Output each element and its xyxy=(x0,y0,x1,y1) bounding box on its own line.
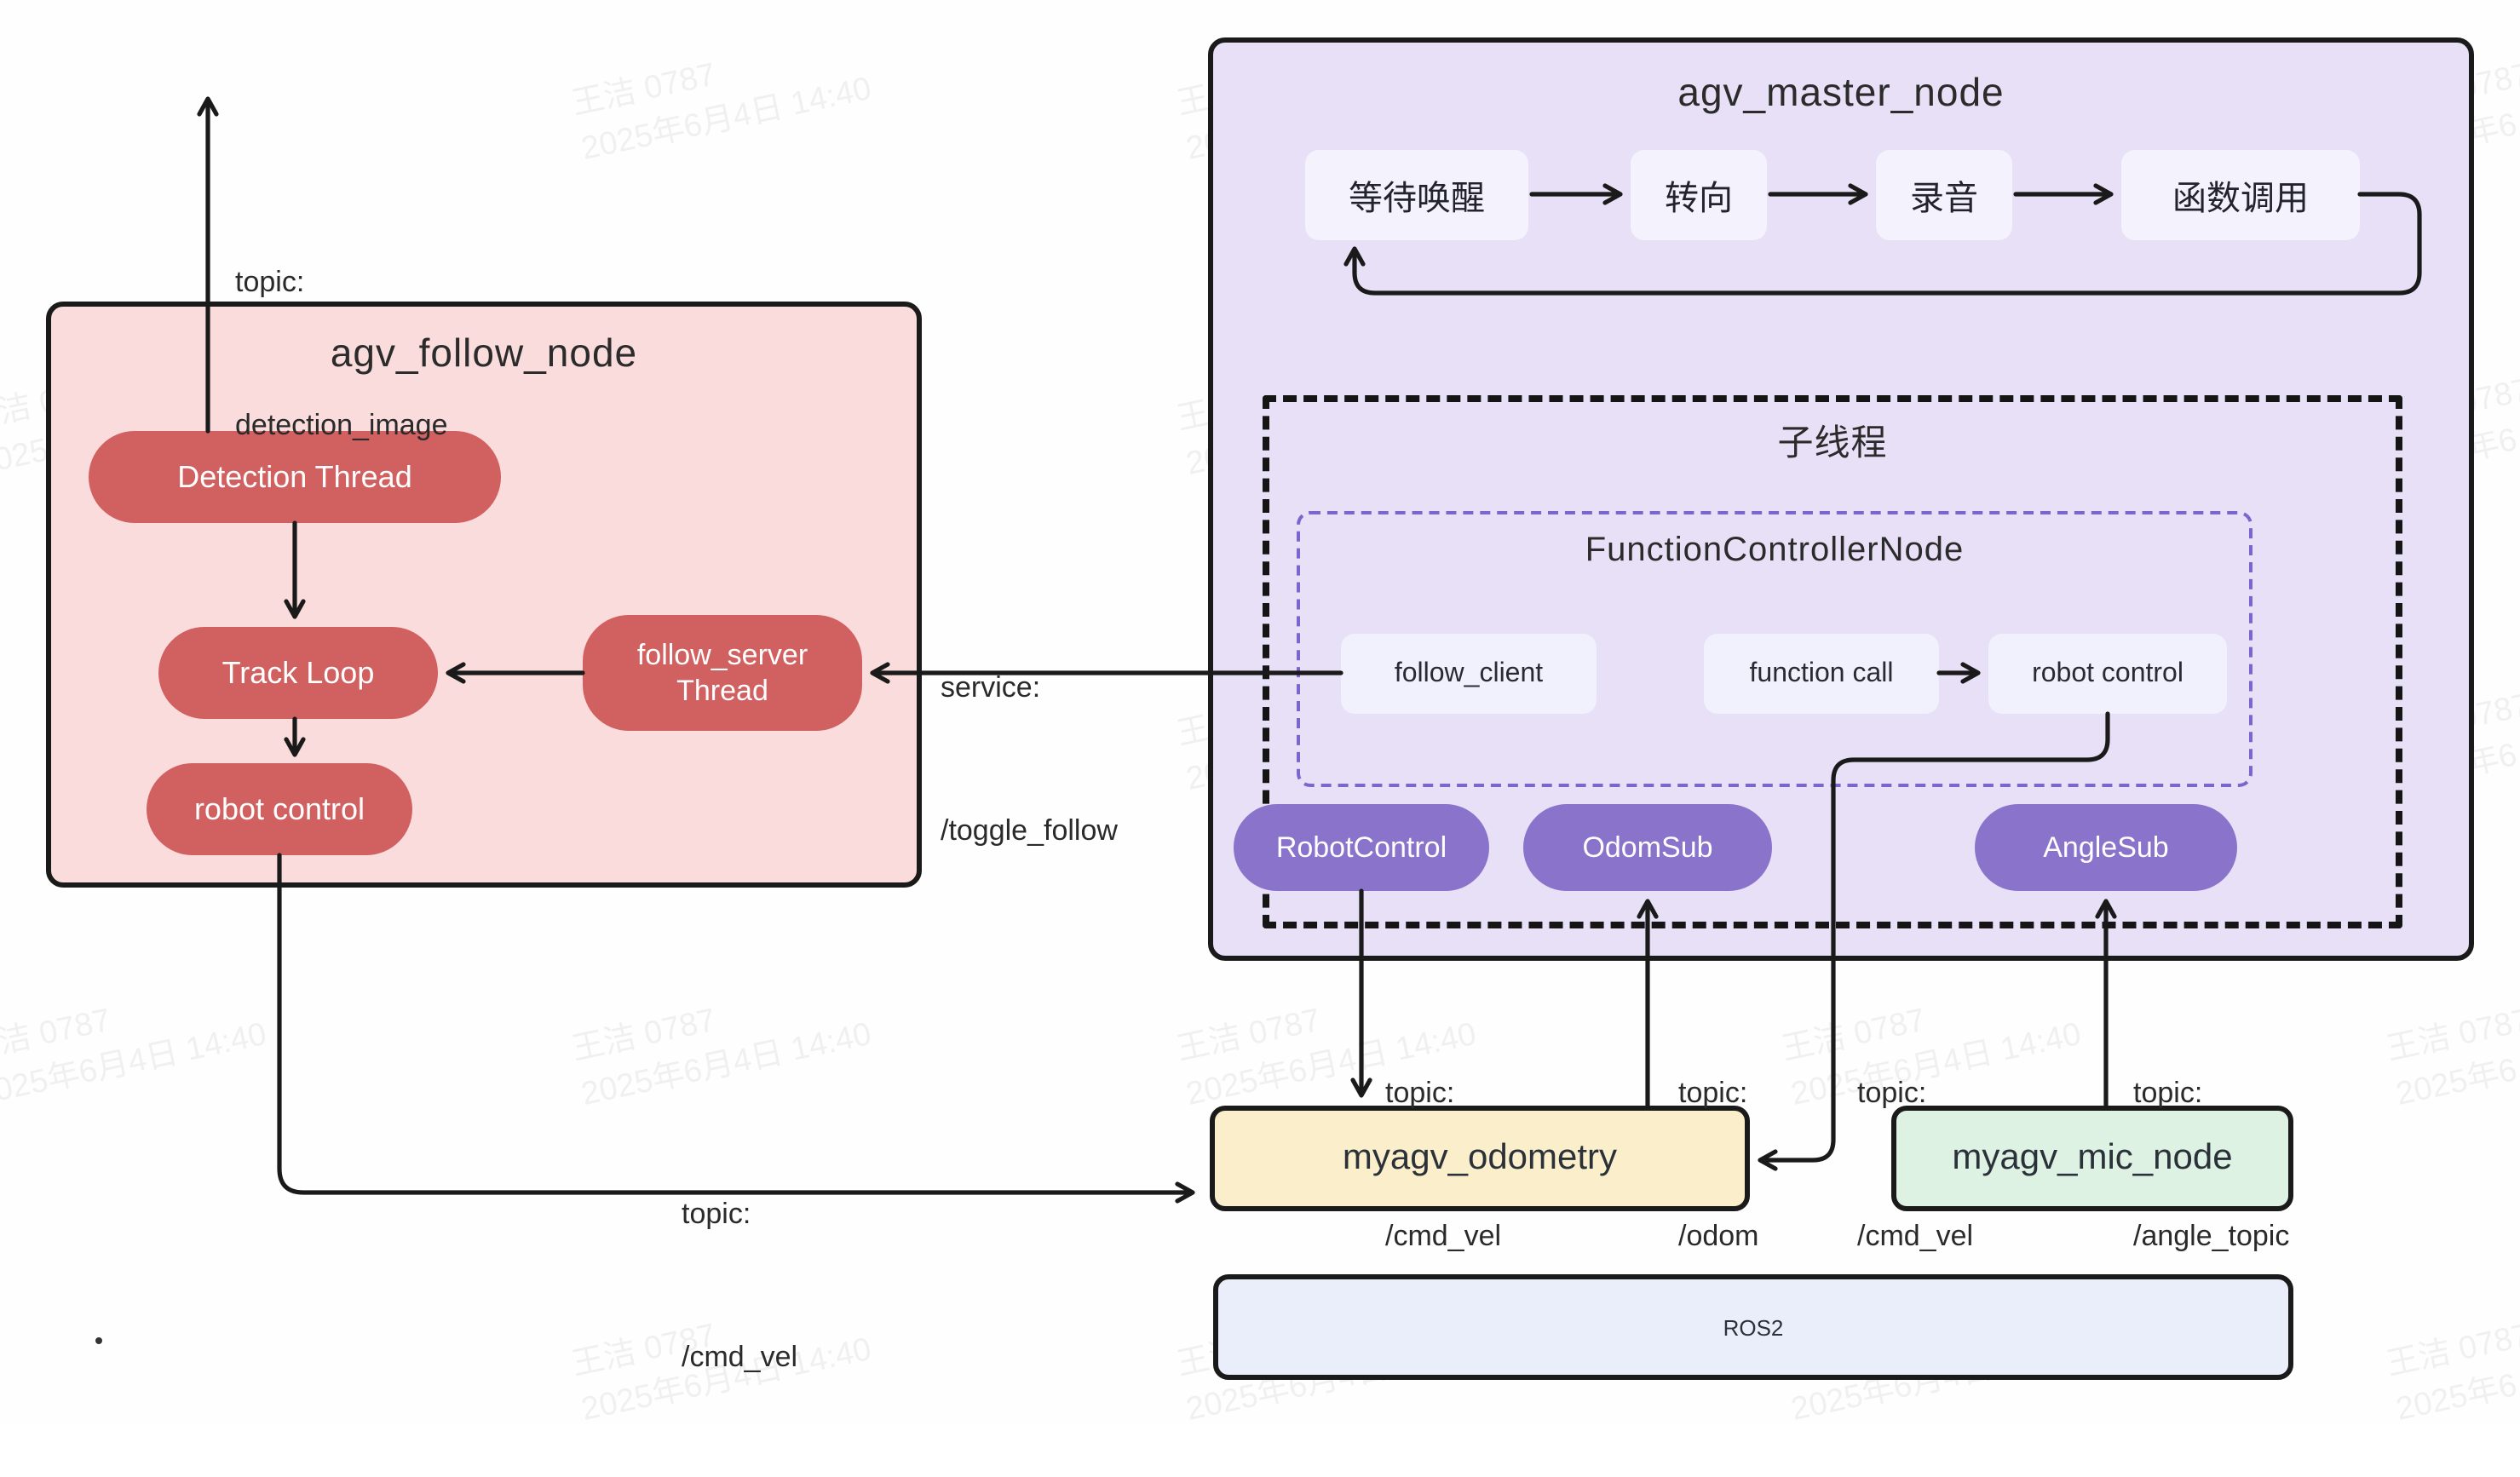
function-call-box: function call xyxy=(1704,634,1939,714)
robot-control-pill: robot control xyxy=(147,763,412,855)
step-function-call: 函数调用 xyxy=(2121,150,2360,240)
myagv-mic-node-label: myagv_mic_node xyxy=(1952,1138,2233,1177)
step-record: 录音 xyxy=(1876,150,2012,240)
arrow-cmdvel-mid xyxy=(1758,711,2110,1171)
arrow-cmdvel-left xyxy=(277,853,1195,1204)
label-line: /angle_topic xyxy=(2133,1220,2290,1252)
label-line: /toggle_follow xyxy=(941,814,1118,847)
label-line: topic: xyxy=(1678,1077,1748,1109)
function-call-label: function call xyxy=(1749,658,1894,687)
label-line: topic: xyxy=(1857,1077,1927,1109)
follow-server-label-line2: Thread xyxy=(676,675,768,707)
subthread-title: 子线程 xyxy=(1777,424,1888,463)
label-line: /cmd_vel xyxy=(1857,1220,1974,1252)
detection-thread-pill: Detection Thread xyxy=(89,431,501,523)
label-line: /odom xyxy=(1678,1220,1759,1252)
ros2-box: ROS2 xyxy=(1213,1274,2293,1380)
robot-control-label: robot control xyxy=(193,791,365,825)
robot-control-inner-label: robot control xyxy=(2032,658,2183,687)
robotcontrol-pill-label: RobotControl xyxy=(1275,831,1447,864)
robot-control-inner-box: robot control xyxy=(1988,634,2227,714)
label-line: topic: xyxy=(235,266,305,298)
label-line: detection_image xyxy=(235,409,448,441)
arrow-layer xyxy=(197,96,2422,1204)
label-line: /cmd_vel xyxy=(682,1341,798,1373)
step-turn-label: 转向 xyxy=(1665,181,1733,218)
label-line: topic: xyxy=(2133,1077,2203,1109)
anglesub-pill-label: AngleSub xyxy=(2043,831,2169,864)
follow-server-label-line1: follow_server xyxy=(636,639,808,671)
detection-thread-label: Detection Thread xyxy=(177,459,412,493)
robotcontrol-pill: RobotControl xyxy=(1234,804,1489,891)
label-topic-angle: topic: /angle_topic xyxy=(2133,974,2289,1356)
odomsub-pill-label: OdomSub xyxy=(1582,831,1713,864)
agv-master-node-title: agv_master_node xyxy=(1677,70,2005,114)
step-record-label: 录音 xyxy=(1910,181,1978,218)
label-line: service: xyxy=(941,671,1041,704)
anglesub-pill: AngleSub xyxy=(1975,804,2237,891)
arrow-step-loop xyxy=(1343,192,2422,296)
myagv-odometry-box: myagv_odometry xyxy=(1210,1106,1750,1211)
label-line: topic: xyxy=(682,1198,751,1230)
follow-client-label: follow_client xyxy=(1394,658,1544,687)
label-line: topic: xyxy=(1385,1077,1455,1109)
step-wait-wake: 等待唤醒 xyxy=(1305,150,1528,240)
label-topic-cmdvel-mid: topic: /cmd_vel xyxy=(1857,974,1973,1356)
function-controller-node-title: FunctionControllerNode xyxy=(1585,532,1965,569)
myagv-odometry-label: myagv_odometry xyxy=(1342,1138,1618,1177)
agv-follow-node-title: agv_follow_node xyxy=(330,330,638,375)
label-line: /cmd_vel xyxy=(1385,1220,1502,1252)
label-topic-odom: topic: /odom xyxy=(1678,974,1759,1356)
label-topic-cmdvel-robotcontrol: topic: /cmd_vel xyxy=(1385,974,1501,1356)
stray-dot xyxy=(95,1337,102,1344)
track-loop-label: Track Loop xyxy=(222,655,375,689)
track-loop-pill: Track Loop xyxy=(158,627,438,719)
ros2-label: ROS2 xyxy=(1723,1314,1784,1340)
label-service-toggle-follow: service: /toggle_follow xyxy=(941,569,1118,951)
follow-client-box: follow_client xyxy=(1341,634,1597,714)
step-turn: 转向 xyxy=(1631,150,1767,240)
step-function-call-label: 函数调用 xyxy=(2172,181,2309,218)
label-topic-cmdvel-left: topic: /cmd_vel xyxy=(682,1095,797,1477)
myagv-mic-node-box: myagv_mic_node xyxy=(1891,1106,2293,1211)
label-topic-detection-image: topic: detection_image xyxy=(235,164,448,545)
step-wait-wake-label: 等待唤醒 xyxy=(1349,181,1485,218)
odomsub-pill: OdomSub xyxy=(1523,804,1772,891)
follow-server-thread-pill: follow_server Thread xyxy=(583,615,862,731)
function-controller-node-box: FunctionControllerNode xyxy=(1297,511,2252,787)
